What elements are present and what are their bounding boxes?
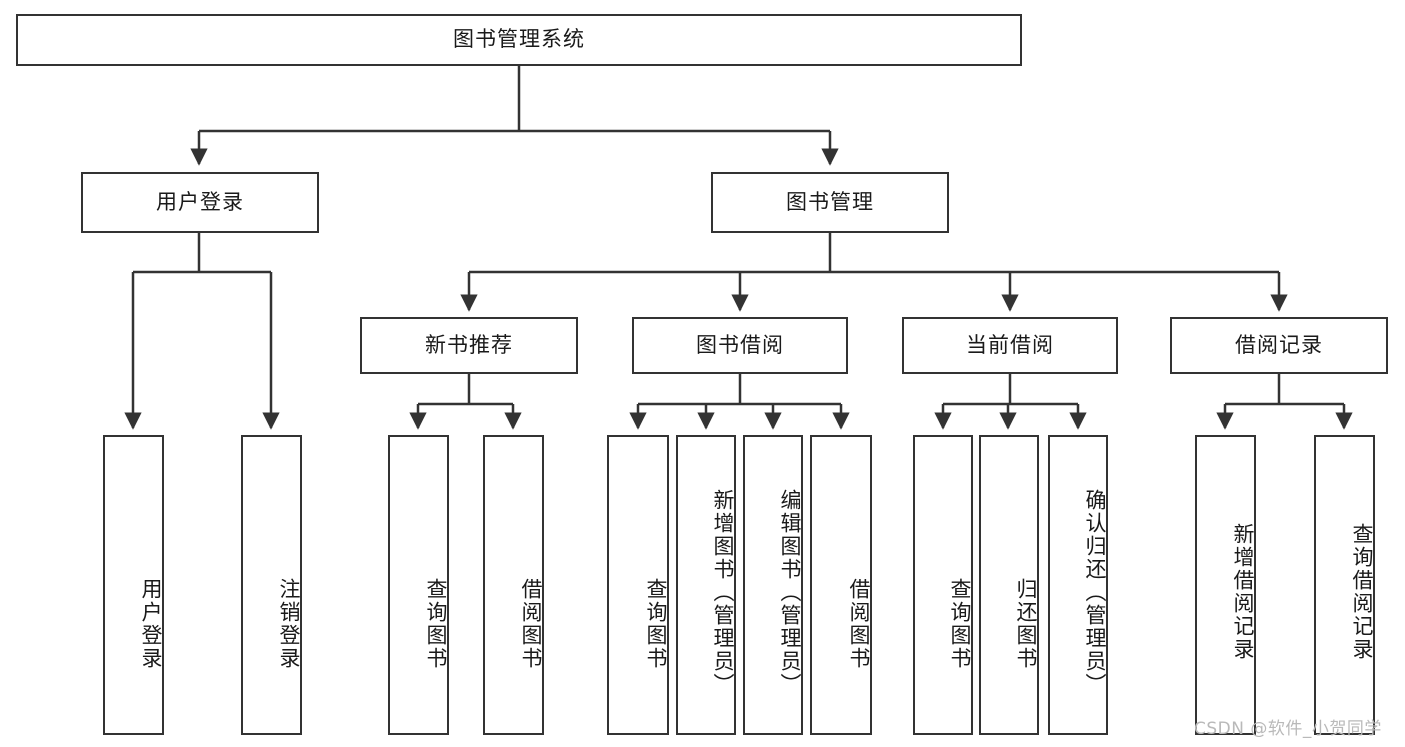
node-book-borrow[interactable]: 图书借阅: [632, 317, 848, 374]
leaf-user-login-label: 用户登录: [139, 578, 163, 670]
leaf-query-book-3-label: 查询图书: [948, 578, 972, 670]
node-current-borrow-label: 当前借阅: [966, 332, 1054, 357]
leaf-query-book-1-label: 查询图书: [424, 578, 448, 670]
leaf-logout[interactable]: 注销登录: [241, 435, 302, 735]
leaf-query-book-2-label: 查询图书: [644, 578, 668, 670]
leaf-borrow-book-2-label: 借阅图书: [847, 578, 871, 670]
leaf-confirm-return-label: 确认归还（管理员）: [1083, 488, 1107, 696]
node-root-label: 图书管理系统: [453, 27, 585, 52]
leaf-query-record-label: 查询借阅记录: [1350, 523, 1374, 661]
leaf-return-book-label: 归还图书: [1014, 578, 1038, 670]
node-user-login[interactable]: 用户登录: [81, 172, 319, 233]
leaf-add-book-label: 新增图书（管理员）: [711, 488, 735, 696]
leaf-query-record[interactable]: 查询借阅记录: [1314, 435, 1375, 735]
node-borrow-record[interactable]: 借阅记录: [1170, 317, 1388, 374]
node-new-book-rec-label: 新书推荐: [425, 332, 513, 357]
leaf-edit-book-label: 编辑图书（管理员）: [778, 488, 802, 696]
node-borrow-record-label: 借阅记录: [1235, 332, 1323, 357]
leaf-edit-book[interactable]: 编辑图书（管理员）: [743, 435, 803, 735]
node-root[interactable]: 图书管理系统: [16, 14, 1022, 66]
leaf-user-login[interactable]: 用户登录: [103, 435, 164, 735]
leaf-add-record-label: 新增借阅记录: [1231, 523, 1255, 661]
watermark: CSDN @软件_小贺同学: [1194, 719, 1382, 739]
node-book-manage-label: 图书管理: [786, 189, 874, 214]
node-new-book-rec[interactable]: 新书推荐: [360, 317, 578, 374]
leaf-query-book-2[interactable]: 查询图书: [607, 435, 669, 735]
leaf-borrow-book-2[interactable]: 借阅图书: [810, 435, 872, 735]
leaf-borrow-book-1[interactable]: 借阅图书: [483, 435, 544, 735]
leaf-add-record[interactable]: 新增借阅记录: [1195, 435, 1256, 735]
leaf-return-book[interactable]: 归还图书: [979, 435, 1039, 735]
node-current-borrow[interactable]: 当前借阅: [902, 317, 1118, 374]
node-user-login-label: 用户登录: [156, 189, 244, 214]
node-book-borrow-label: 图书借阅: [696, 332, 784, 357]
leaf-add-book[interactable]: 新增图书（管理员）: [676, 435, 736, 735]
leaf-confirm-return[interactable]: 确认归还（管理员）: [1048, 435, 1108, 735]
leaf-borrow-book-1-label: 借阅图书: [519, 578, 543, 670]
leaf-logout-label: 注销登录: [277, 578, 301, 670]
node-book-manage[interactable]: 图书管理: [711, 172, 949, 233]
leaf-query-book-1[interactable]: 查询图书: [388, 435, 449, 735]
leaf-query-book-3[interactable]: 查询图书: [913, 435, 973, 735]
